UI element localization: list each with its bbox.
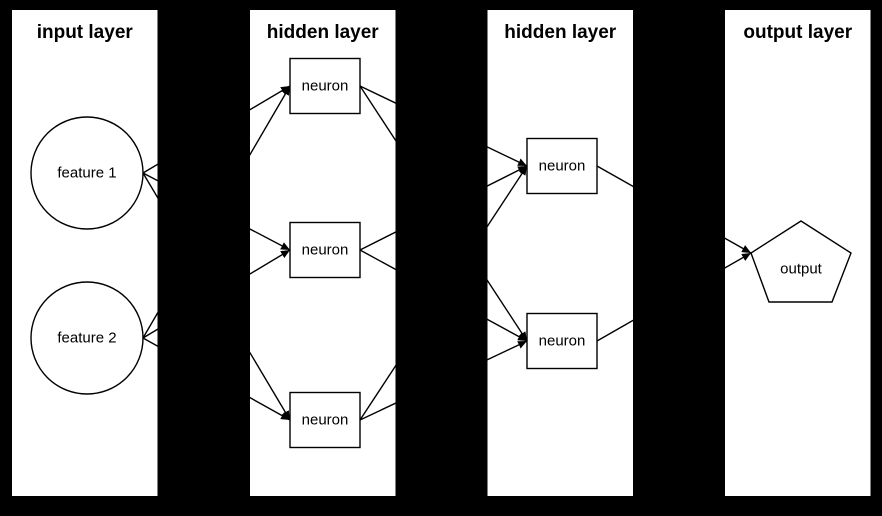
label-h2-neuron-1: neuron [539,158,586,175]
node-h2-neuron-2 [526,312,598,370]
node-h2-neuron-1 [526,137,598,195]
node-feature-1 [30,116,144,230]
edge-feature2-to-h1-neuron2 [142,249,291,339]
label-output: output [780,261,823,278]
title-input-layer: input layer [37,22,134,43]
edge-feature1-to-h1-neuron3 [142,172,291,421]
edge-h2-neuron2-to-output [596,252,752,342]
label-h1-neuron-1: neuron [302,78,349,95]
edge-feature2-to-h1-neuron3 [142,337,291,421]
label-h1-neuron-3: neuron [302,412,349,429]
edges-hidden1-to-hidden2 [359,85,528,421]
label-h2-neuron-2: neuron [539,333,586,350]
panel-input-layer [12,10,158,496]
node-h1-neuron-3 [289,391,361,449]
edge-h1-neuron1-to-h2-neuron1 [359,85,528,167]
edge-h1-neuron3-to-h2-neuron2 [359,340,528,421]
edge-h2-neuron1-to-output [596,165,752,254]
label-feature-1: feature 1 [57,165,116,182]
edges-hidden2-to-output [596,165,752,342]
node-output [750,220,852,303]
edges-input-to-hidden1 [142,85,291,421]
edge-h1-neuron2-to-h2-neuron2 [359,249,528,342]
panel-hidden-layer-2 [487,10,633,496]
edge-feature2-to-h1-neuron1 [142,85,291,339]
title-hidden-layer-1: hidden layer [267,22,380,43]
edge-feature1-to-h1-neuron1 [142,85,291,174]
node-h1-neuron-2 [289,221,361,279]
label-feature-2: feature 2 [57,330,116,347]
title-output-layer: output layer [743,22,852,43]
node-h1-neuron-1 [289,57,361,115]
edge-h1-neuron3-to-h2-neuron1 [359,165,528,421]
edge-h1-neuron1-to-h2-neuron2 [359,85,528,342]
edge-h1-neuron2-to-h2-neuron1 [359,165,528,251]
title-hidden-layer-2: hidden layer [504,22,617,43]
node-feature-2 [30,281,144,395]
label-h1-neuron-2: neuron [302,242,349,259]
